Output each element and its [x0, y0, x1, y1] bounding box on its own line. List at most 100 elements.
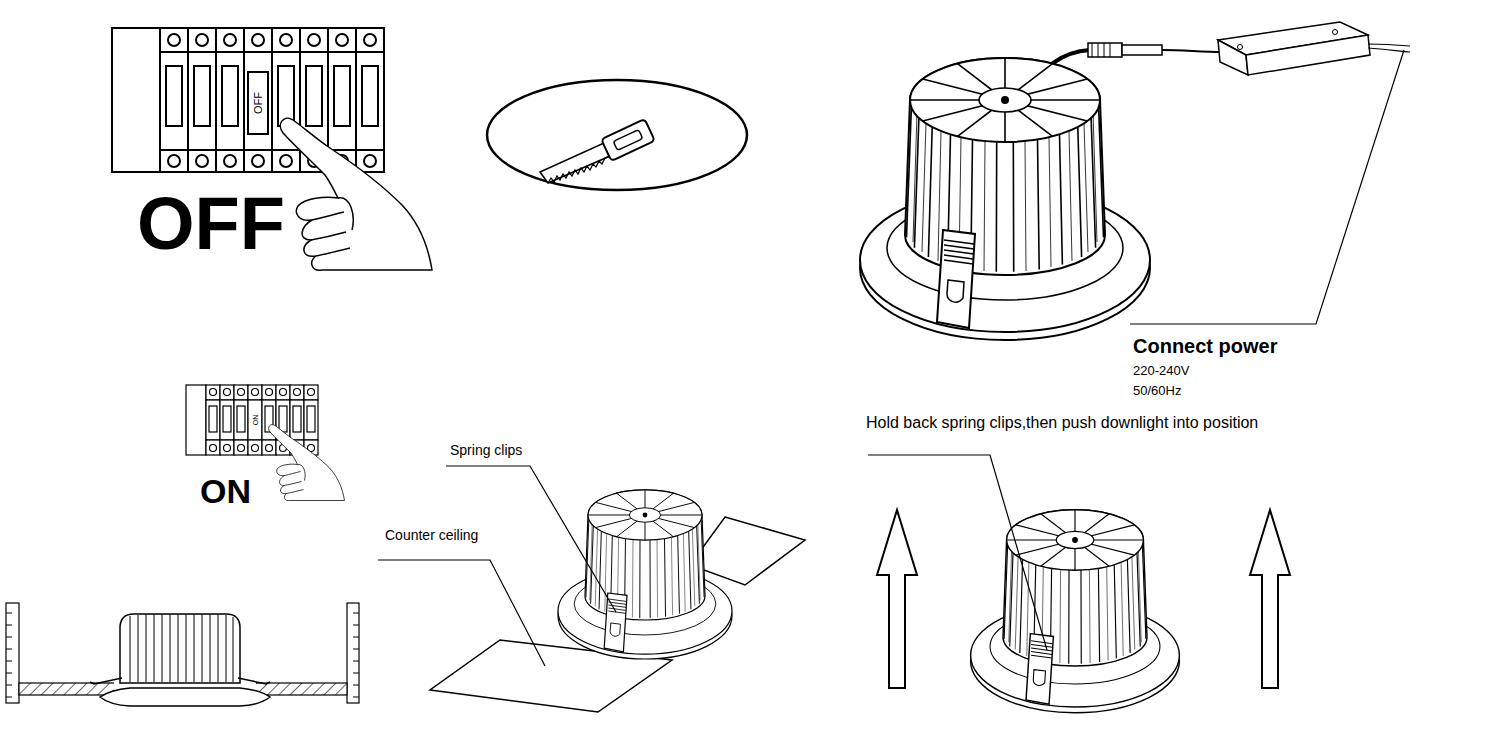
part-name: Spring clips [450, 443, 522, 457]
terminal [216, 28, 244, 52]
breaker-modules [160, 28, 384, 172]
screw [266, 389, 273, 396]
breaker [234, 400, 248, 440]
toggle [334, 66, 350, 126]
terminal [160, 28, 188, 52]
handle-body [601, 119, 655, 161]
toggle [194, 66, 210, 126]
joist-marks [6, 613, 12, 697]
switch-state: ON [252, 415, 259, 426]
driver-front [1246, 35, 1370, 75]
terminal [272, 28, 300, 52]
toggle [306, 66, 322, 126]
toggle [223, 406, 231, 432]
saw-teeth [548, 156, 610, 183]
saw-blade [540, 143, 610, 183]
screw [294, 389, 301, 396]
terminal [328, 28, 356, 52]
screw [224, 389, 231, 396]
driver-hole [1333, 30, 1338, 35]
screw [252, 389, 259, 396]
ceiling-panel [690, 517, 805, 585]
joist [347, 603, 359, 703]
terminal [244, 150, 272, 172]
screw [238, 445, 245, 452]
saw-handle [601, 119, 655, 161]
hand-off [280, 118, 432, 270]
driver-cable [1162, 50, 1222, 52]
screw [168, 34, 180, 46]
driver-end [1218, 40, 1248, 75]
screw [224, 445, 231, 452]
callout-ellipse [487, 80, 747, 190]
switch-state: OFF [253, 92, 264, 114]
screw [196, 34, 208, 46]
up-arrow [877, 510, 917, 688]
terminal [220, 440, 234, 455]
screw [266, 445, 273, 452]
frequency-rating: 50/60Hz [1133, 384, 1181, 397]
hand-on [269, 425, 345, 501]
joist [6, 603, 19, 703]
breaker [356, 52, 384, 150]
downlight-middle [558, 490, 732, 659]
breaker [244, 52, 272, 150]
connector [1088, 43, 1122, 57]
screw [238, 389, 245, 396]
breaker [216, 52, 244, 150]
terminal [234, 440, 248, 455]
terminal [304, 385, 318, 400]
terminal [188, 150, 216, 172]
handle-slot [613, 130, 643, 151]
downlight-bottom [971, 510, 1180, 713]
screw [252, 445, 259, 452]
screw [168, 155, 180, 167]
toggle [279, 406, 287, 432]
voltage-rating: 220-240V [1133, 364, 1189, 377]
terminal [188, 28, 216, 52]
toggle [307, 406, 315, 432]
terminal [216, 150, 244, 172]
screw [280, 34, 292, 46]
downlight-side [120, 614, 240, 683]
leader-line [1130, 50, 1404, 324]
breaker [160, 52, 188, 150]
screw [364, 155, 376, 167]
panel-plate [112, 28, 160, 172]
toggle [237, 406, 245, 432]
toggle [166, 66, 182, 126]
terminal [262, 440, 276, 455]
breaker [290, 400, 304, 440]
terminal [234, 385, 248, 400]
toggle [293, 406, 301, 432]
breaker [188, 52, 216, 150]
downlight-top [860, 58, 1150, 340]
ceiling-section [6, 603, 359, 706]
toggle [222, 66, 238, 126]
downlight-flange [100, 688, 270, 706]
leader-line [378, 560, 545, 666]
screw [224, 34, 236, 46]
breaker [304, 400, 318, 440]
terminal [248, 385, 262, 400]
terminal [206, 385, 220, 400]
toggle [278, 66, 294, 126]
screw [210, 445, 217, 452]
step-heading: ON [200, 474, 251, 508]
terminal [300, 28, 328, 52]
screw [196, 155, 208, 167]
fin-lines [130, 614, 233, 682]
spring-clips [90, 678, 270, 684]
screw [308, 389, 315, 396]
terminal [276, 385, 290, 400]
toggle-off [248, 72, 268, 134]
screw [252, 155, 264, 167]
terminal [206, 440, 220, 455]
terminal [272, 150, 300, 172]
panel-plate [186, 385, 206, 455]
screw [252, 34, 264, 46]
toggle [362, 66, 378, 126]
connector-plug [1122, 45, 1162, 55]
